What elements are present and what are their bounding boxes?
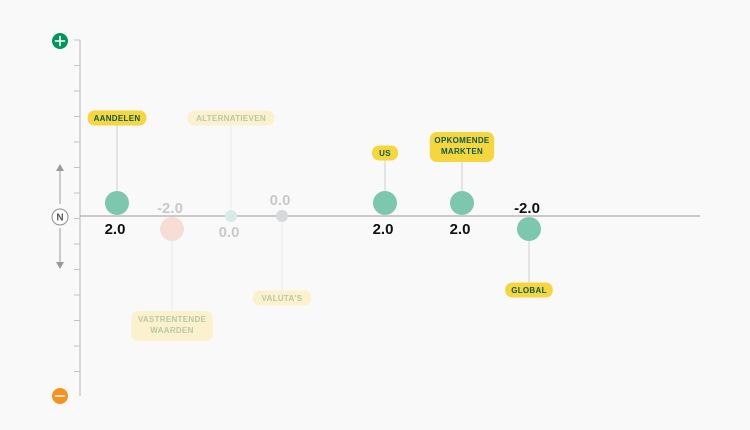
data-point	[160, 217, 184, 241]
category-tag: AANDELEN	[87, 110, 147, 126]
connector-lines	[116, 118, 530, 326]
plus-icon-glyph	[54, 35, 66, 47]
plus-icon	[52, 33, 68, 49]
tag-background	[131, 311, 213, 341]
tag-background	[87, 110, 147, 126]
neutral-icon-letter: N	[56, 213, 63, 224]
tag-label: OPKOMENDE	[434, 136, 490, 145]
tag-label: VALUTA'S	[262, 294, 303, 303]
tag-label: WAARDEN	[150, 326, 193, 335]
data-point	[450, 191, 474, 215]
data-point	[276, 210, 288, 222]
tag-background	[187, 110, 275, 126]
data-point	[373, 191, 397, 215]
down-arrow-icon	[56, 262, 64, 269]
axis-icons: N	[51, 33, 69, 404]
tag-label: US	[379, 149, 391, 158]
category-tag: OPKOMENDE MARKTEN	[429, 132, 495, 162]
tag-label: MARKTEN	[441, 147, 483, 156]
value-label: 2.0	[105, 221, 126, 238]
category-tag: VASTRENTENDE WAARDEN	[131, 311, 213, 341]
value-label: 0.0	[219, 224, 240, 241]
value-label: 2.0	[373, 221, 394, 238]
value-labels: 2.0 -2.0 0.0 0.0 2.0 2.0 -2.0	[105, 192, 540, 241]
data-point	[225, 210, 237, 222]
tag-label: ALTERNATIEVEN	[196, 114, 266, 123]
data-point	[517, 217, 541, 241]
value-label: 2.0	[450, 221, 471, 238]
value-label: 0.0	[270, 192, 291, 209]
category-tag: VALUTA'S	[252, 290, 312, 306]
category-tag: GLOBAL	[505, 282, 553, 298]
tag-background	[429, 132, 495, 162]
vertical-axis	[56, 39, 81, 396]
tag-label: VASTRENTENDE	[138, 315, 207, 324]
neutral-N-icon: N	[51, 208, 69, 226]
category-tag: US	[372, 145, 398, 161]
tag-label: AANDELEN	[94, 114, 141, 123]
value-label: -2.0	[514, 200, 540, 217]
category-tags: AANDELEN VASTRENTENDE WAARDEN ALTERNATIEVEN…	[87, 110, 553, 341]
data-point	[105, 191, 129, 215]
minus-icon	[52, 388, 68, 404]
value-label: -2.0	[157, 200, 183, 217]
neutral-icon-circle	[51, 208, 69, 226]
tag-background	[372, 145, 398, 161]
up-arrow-icon	[56, 164, 64, 171]
category-tag: ALTERNATIEVEN	[187, 110, 275, 126]
tag-background	[505, 282, 553, 298]
tag-background	[252, 290, 312, 306]
data-points	[105, 191, 541, 241]
tag-label: GLOBAL	[511, 286, 547, 295]
